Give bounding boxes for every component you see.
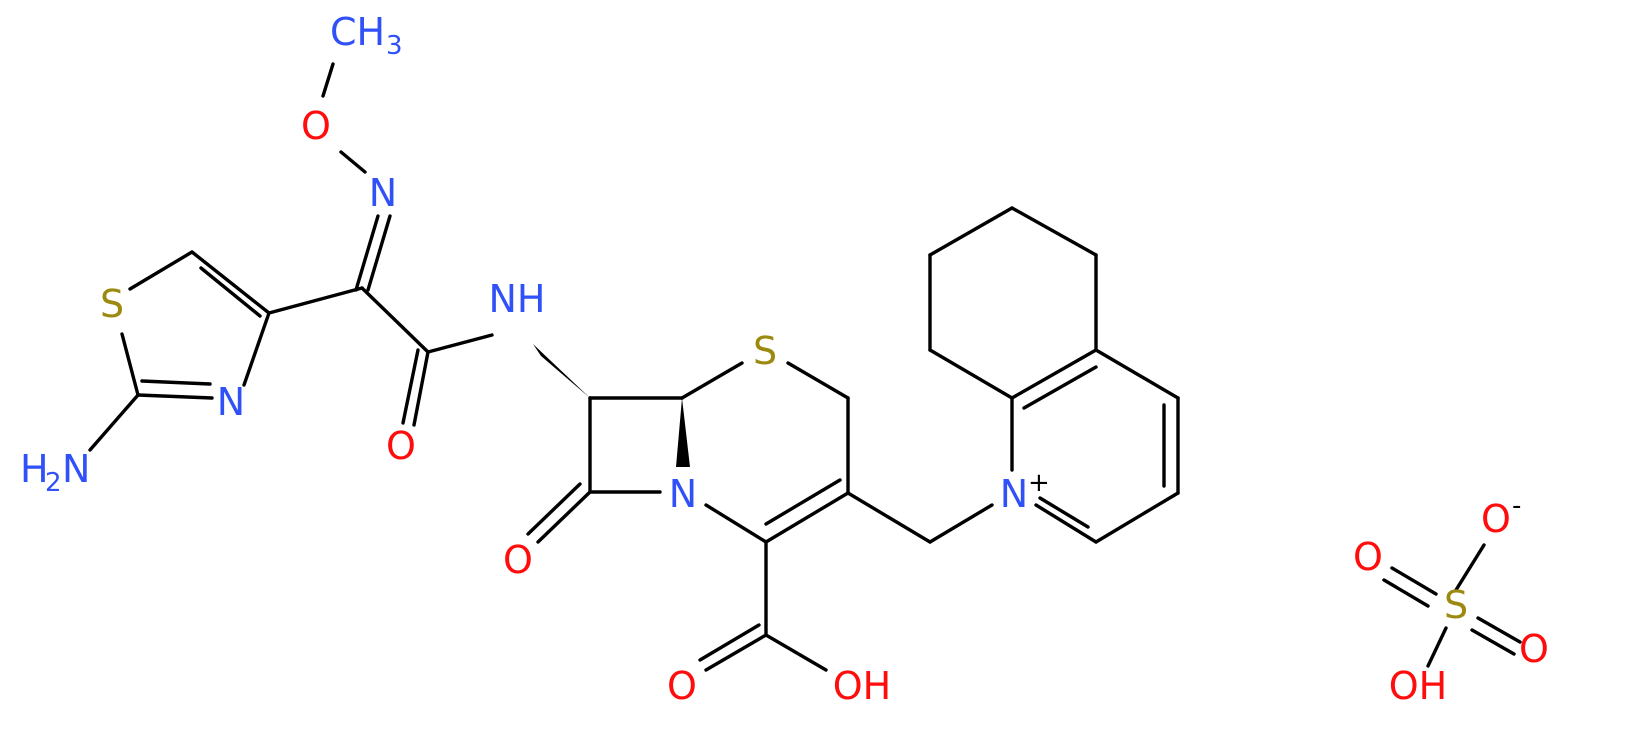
sulfate-oxygen-left: O [1353, 535, 1383, 579]
amino-subscript: 2 [45, 468, 62, 498]
amide-nh: NH [489, 277, 546, 321]
bond-line [786, 361, 850, 400]
atom-labels: CH 3 O N S N H 2 N NH O S N O O OH N + O… [20, 10, 1549, 708]
bond-line [120, 332, 140, 397]
methoxy-oxygen: O [301, 104, 331, 148]
amide-oxygen: O [386, 424, 416, 468]
bond-line [704, 633, 768, 672]
carboxyl-hydroxyl: OH [833, 664, 891, 708]
ch3-subscript: 3 [386, 31, 403, 61]
bond-line [1034, 503, 1098, 544]
sulfate-oxygen-anion: O [1481, 497, 1511, 541]
carboxyl-oxygen: O [667, 664, 697, 708]
amino-h-label: H [20, 447, 49, 491]
bond-line [1094, 491, 1180, 544]
bond-line [339, 150, 367, 174]
quinolinium-nitrogen: N [1000, 472, 1028, 516]
amino-nitrogen: N [62, 447, 90, 491]
bond-line [360, 286, 430, 354]
ch3-label: CH [330, 10, 385, 54]
bond-line [764, 633, 828, 672]
bond-line [321, 62, 335, 98]
bond-line [267, 286, 364, 315]
lactam-nitrogen: N [669, 472, 697, 516]
bonds [88, 62, 1522, 672]
bond-line [764, 478, 842, 526]
oxime-nitrogen: N [369, 171, 397, 215]
bond-line [366, 214, 392, 292]
bond-line [1094, 348, 1180, 400]
bond-line [1382, 578, 1430, 608]
bond-line [928, 503, 994, 544]
bond-line [704, 503, 768, 544]
bond-line [136, 393, 214, 400]
bond-line [401, 348, 420, 425]
sulfate-sulfur: S [1444, 583, 1468, 627]
bond-line [764, 491, 850, 544]
bond-line [426, 333, 494, 354]
bond-line [1454, 543, 1486, 592]
thiazole-sulfur: S [100, 282, 124, 326]
bond-line [354, 214, 380, 292]
bond-line [1470, 628, 1516, 656]
bond-line [88, 393, 140, 452]
wedge-bond [533, 344, 590, 398]
bond-line [1390, 566, 1438, 596]
bond-line [928, 206, 1014, 257]
bond-line [1476, 616, 1522, 644]
bond-line [846, 491, 932, 544]
bond-line [698, 623, 761, 662]
bond-line [412, 350, 430, 427]
bond-line [199, 266, 262, 318]
bond-line [680, 361, 744, 400]
bond-line [140, 379, 212, 386]
bond-line [1022, 365, 1098, 410]
negative-charge: - [1512, 491, 1521, 521]
bond-line [526, 482, 582, 536]
bond-line [536, 490, 592, 544]
bond-line [1010, 206, 1098, 257]
positive-charge: + [1028, 468, 1050, 498]
sulfate-hydroxyl: OH [1389, 664, 1447, 708]
dihydrothiazine-sulfur: S [753, 329, 777, 373]
bond-line [1038, 496, 1090, 529]
bond-line [1010, 348, 1098, 400]
wedge-bond [676, 398, 690, 467]
bond-line [128, 250, 194, 291]
bond-line [1426, 626, 1448, 668]
bond-line [190, 250, 271, 315]
bond-line [242, 311, 271, 387]
thiazole-nitrogen: N [217, 380, 245, 424]
bond-line [928, 348, 1014, 400]
sulfate-oxygen-right: O [1519, 627, 1549, 671]
lactam-oxygen: O [503, 538, 533, 582]
